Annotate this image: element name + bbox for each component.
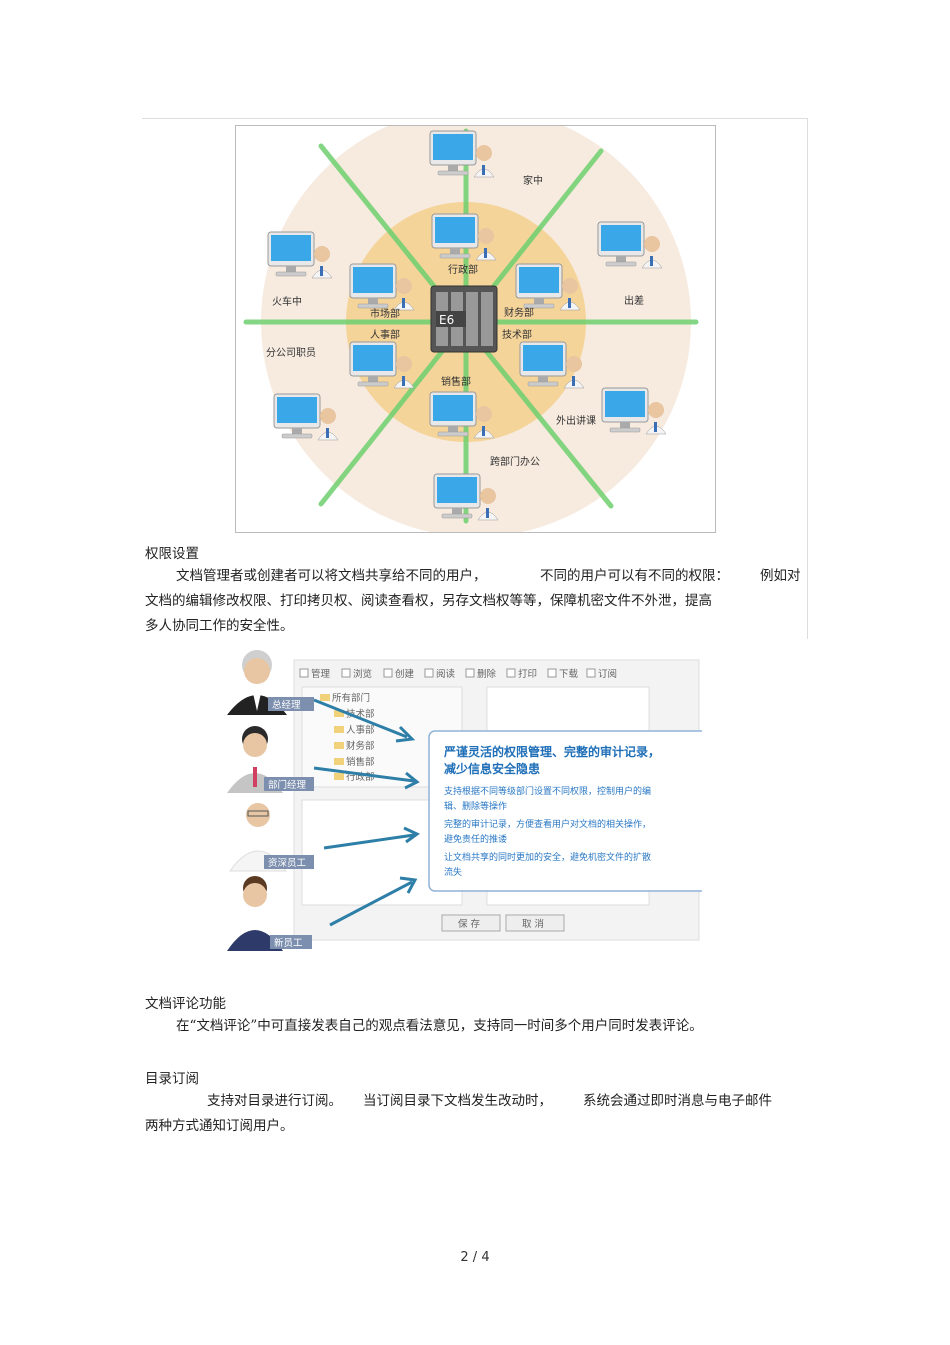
cancel-button[interactable]: 取 消 xyxy=(505,914,565,932)
text-line: 文档管理者或创建者可以将文档共享给不同的用户， xyxy=(176,568,487,584)
permissions-ui-svg: 管理 浏览 创建 阅读 删除 打印 下载 订阅 所有部门 技术部 人事部 xyxy=(227,650,702,951)
tree-item: 财务部 xyxy=(346,740,375,752)
label-lecturing: 外出讲课 xyxy=(556,414,596,427)
role-label: 资深员工 xyxy=(268,858,307,869)
text-line: 不同的用户可以有不同的权限： xyxy=(540,568,729,584)
checkbox-download: 下载 xyxy=(559,668,579,680)
callout-line: 让文档共享的同时更加的安全，避免机密文件的扩散 xyxy=(444,851,651,863)
text-line: 文档的编辑修改权限、打印拷贝权、阅读查看权，另存文档权等等，保障机密文件不外泄，… xyxy=(145,593,712,609)
permission-checkboxes: 管理 浏览 创建 阅读 删除 打印 下载 订阅 xyxy=(299,668,617,680)
page-number: 2 / 4 xyxy=(460,1250,490,1265)
label-business-trip: 出差 xyxy=(624,294,644,307)
person-senior-staff: 资深员工 xyxy=(229,803,314,872)
callout-line: 避免责任的推诿 xyxy=(444,833,507,845)
comments-paragraph: 在“文档评论”中可直接发表自己的观点看法意见，支持同一时间多个用户同时发表评论。 xyxy=(145,1014,810,1039)
server-label: E6 xyxy=(439,313,454,327)
permissions-ui-figure: 管理 浏览 创建 阅读 删除 打印 下载 订阅 所有部门 技术部 人事部 xyxy=(222,645,702,955)
callout-line: 完整的审计记录，方便查看用户对文档的相关操作， xyxy=(444,818,651,830)
callout-line: 流失 xyxy=(444,866,462,878)
save-button-label: 保 存 xyxy=(458,918,481,930)
callout-title: 严谨灵活的权限管理、完整的审计记录， xyxy=(443,744,660,759)
network-diagram-svg: E6 行政部 财务部 技术部 销售部 人事部 市场部 家中 出差 外出讲课 跨部… xyxy=(243,126,699,532)
checkbox-delete: 删除 xyxy=(477,668,497,680)
feature-callout: 严谨灵活的权限管理、完整的审计记录， 减少信息安全隐患 支持根据不同等级部门设置… xyxy=(428,730,702,892)
label-cross-dept: 跨部门办公 xyxy=(490,455,540,468)
label-marketing-dept: 市场部 xyxy=(370,307,400,320)
tree-item: 所有部门 xyxy=(332,692,370,704)
text-line: 当订阅目录下文档发生改动时， xyxy=(363,1093,552,1109)
arrows xyxy=(313,698,420,927)
person-dept-manager: 部门经理 xyxy=(227,726,314,793)
text-line: 多人协同工作的安全性。 xyxy=(145,618,294,634)
role-label: 新员工 xyxy=(274,937,303,949)
tree-item: 人事部 xyxy=(346,724,375,736)
network-diagram: E6 行政部 财务部 技术部 销售部 人事部 市场部 家中 出差 外出讲课 跨部… xyxy=(235,125,716,533)
section-heading-comments: 文档评论功能 xyxy=(145,996,226,1012)
callout-title: 减少信息安全隐患 xyxy=(444,761,540,776)
department-tree: 所有部门 技术部 人事部 财务部 销售部 行政部 xyxy=(320,692,375,783)
e6-server: E6 xyxy=(430,285,498,353)
checkbox-print: 打印 xyxy=(518,668,537,680)
tree-item: 销售部 xyxy=(346,756,375,768)
person-general-manager: 总经理 xyxy=(227,650,314,715)
label-finance-dept: 财务部 xyxy=(504,306,534,319)
label-branch-staff: 分公司职员 xyxy=(266,347,316,359)
checkbox-manage: 管理 xyxy=(311,668,331,680)
role-label: 部门经理 xyxy=(268,779,307,791)
label-home: 家中 xyxy=(523,174,543,187)
label-admin-dept: 行政部 xyxy=(448,263,478,276)
section-heading-subscription: 目录订阅 xyxy=(145,1071,199,1087)
label-train: 火车中 xyxy=(272,295,302,308)
label-tech-dept: 技术部 xyxy=(502,328,532,341)
cancel-button-label: 取 消 xyxy=(522,918,544,930)
permissions-paragraph: 文档管理者或创建者可以将文档共享给不同的用户， 不同的用户可以有不同的权限： 例… xyxy=(145,564,810,639)
callout-line: 支持根据不同等级部门设置不同权限，控制用户的编 xyxy=(444,785,651,797)
content-frame xyxy=(142,118,808,639)
text-line: 在“文档评论”中可直接发表自己的观点看法意见，支持同一时间多个用户同时发表评论。 xyxy=(176,1018,703,1034)
section-heading-permissions: 权限设置 xyxy=(145,546,199,562)
checkbox-create: 创建 xyxy=(395,668,415,680)
text-line: 两种方式通知订阅用户。 xyxy=(145,1118,294,1134)
text-line: 支持对目录进行订阅。 xyxy=(207,1093,342,1109)
callout-line: 辑、删除等操作 xyxy=(444,800,507,812)
person-new-staff: 新员工 xyxy=(227,876,312,951)
save-button[interactable]: 保 存 xyxy=(441,914,501,932)
label-hr-dept: 人事部 xyxy=(370,328,400,341)
checkbox-browse: 浏览 xyxy=(353,668,372,680)
subscription-paragraph: 支持对目录进行订阅。 当订阅目录下文档发生改动时， 系统会通过即时消息与电子邮件… xyxy=(145,1089,810,1139)
checkbox-subscribe: 订阅 xyxy=(598,668,617,680)
checkbox-read: 阅读 xyxy=(436,668,456,680)
label-sales-dept: 销售部 xyxy=(441,375,471,388)
text-line: 例如对 xyxy=(760,568,801,584)
text-line: 系统会通过即时消息与电子邮件 xyxy=(583,1093,772,1109)
role-label: 总经理 xyxy=(272,699,301,711)
